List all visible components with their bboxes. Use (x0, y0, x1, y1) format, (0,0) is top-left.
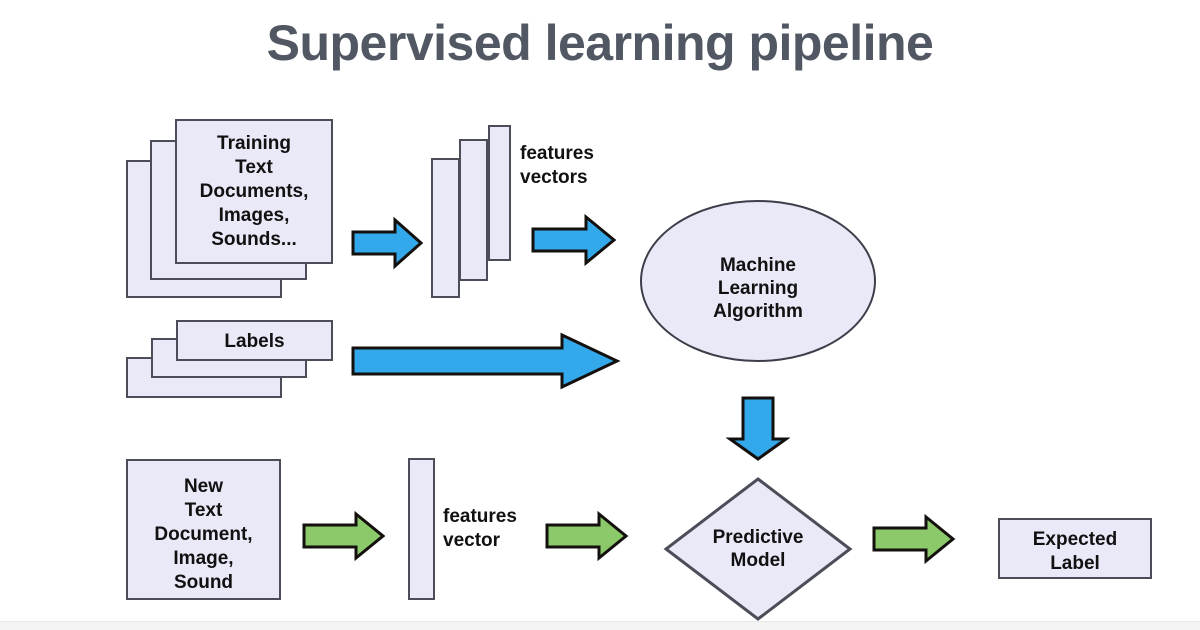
feature-vector-bar-front (431, 158, 460, 298)
page-title: Supervised learning pipeline (266, 15, 934, 71)
feature-vector-bar-middle (459, 139, 488, 281)
predictive-model-node: Predictive Model (663, 476, 853, 622)
feature-vector-bar-back (488, 125, 511, 261)
arrow-labels-to-algorithm (351, 330, 621, 392)
new-document-node: New Text Document, Image, Sound (126, 459, 281, 600)
arrow-model-to-label (872, 513, 956, 565)
predictive-model-label: Predictive Model (712, 527, 804, 571)
expected-label-node: Expected Label (998, 518, 1152, 579)
bottom-strip (0, 621, 1200, 630)
machine-learning-algorithm-label: Machine Learning Algorithm (713, 255, 803, 322)
expected-label-label: Expected Label (1032, 529, 1118, 574)
machine-learning-algorithm-node: Machine Learning Algorithm (640, 200, 876, 362)
features-vectors-label: features vectors (520, 143, 594, 188)
features-vector-single-label: features vector (443, 506, 517, 551)
arrow-features-to-algorithm (531, 212, 617, 268)
new-document-label: New Text Document, Image, Sound (154, 476, 253, 593)
arrow-newdoc-to-vector (302, 510, 386, 562)
arrow-algorithm-to-model (726, 396, 790, 462)
features-vector-single-node (408, 458, 435, 600)
arrow-vector-to-model (545, 510, 629, 562)
labels-label: Labels (224, 331, 285, 352)
training-documents-label: Training Text Documents, Images, Sounds.… (199, 133, 309, 250)
arrow-docs-to-features (351, 215, 423, 271)
training-documents-card-front: Training Text Documents, Images, Sounds.… (175, 119, 333, 264)
labels-card-front: Labels (176, 320, 333, 361)
